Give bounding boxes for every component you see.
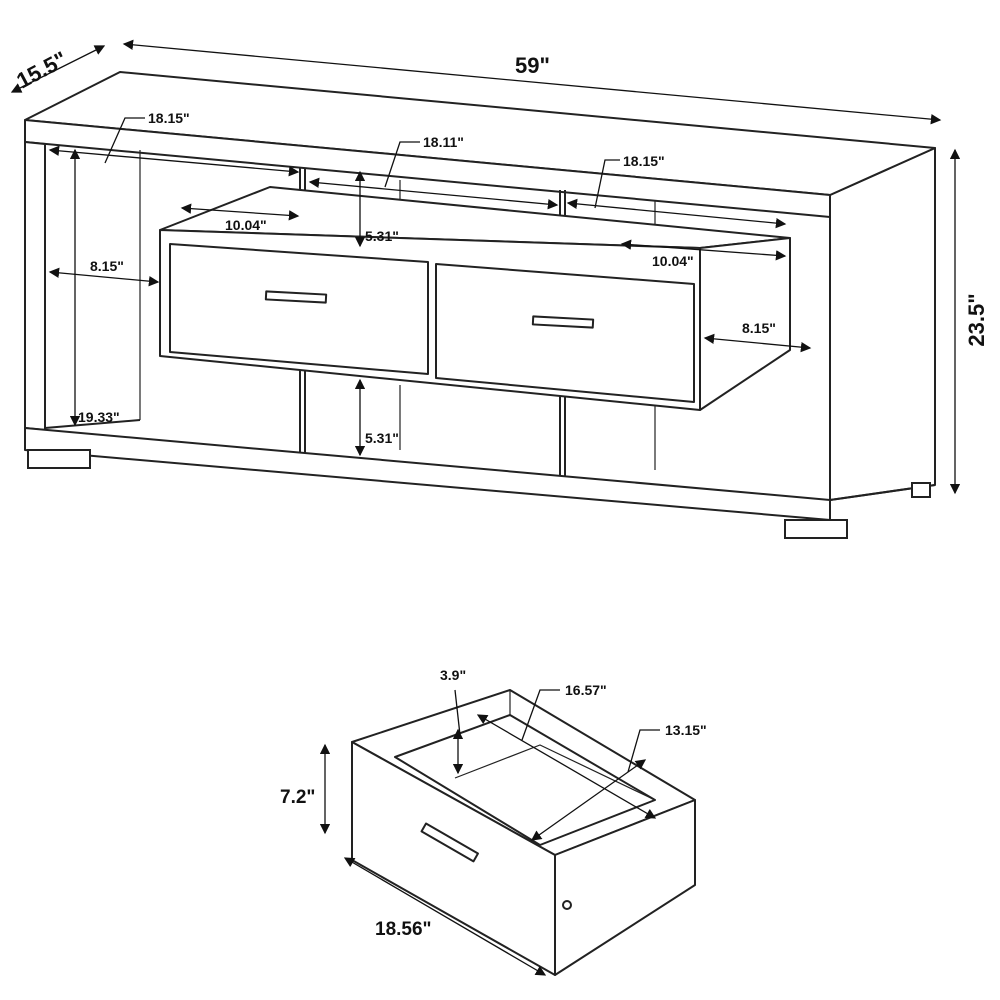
left-depth-label: 8.15" bbox=[90, 258, 124, 274]
base-front bbox=[24, 427, 831, 521]
right-depth-label: 8.15" bbox=[742, 320, 776, 336]
dimension-lines bbox=[10, 39, 961, 495]
overall-width-label: 59" bbox=[515, 53, 550, 78]
right-small-shelf-label: 10.04" bbox=[652, 253, 694, 269]
overall-depth-label: 15.5" bbox=[12, 46, 71, 93]
center-shelf-width-label: 18.11" bbox=[423, 134, 464, 150]
center-lower-height-label: 5.31" bbox=[365, 430, 399, 446]
drawer-handle bbox=[264, 290, 328, 304]
drawer-inner-width-label: 16.57" bbox=[565, 682, 607, 698]
left-height-label: 19.33" bbox=[78, 409, 120, 425]
left-shelf-width-label: 18.15" bbox=[148, 110, 190, 126]
foot bbox=[784, 519, 848, 539]
overall-height-label: 23.5" bbox=[964, 293, 989, 346]
left-side-panel bbox=[24, 141, 46, 431]
foot bbox=[911, 482, 931, 498]
drawer-front-left bbox=[169, 243, 429, 375]
drawer-side-height-label: 3.9" bbox=[440, 667, 466, 683]
screw-hole bbox=[562, 900, 572, 910]
right-side-panel bbox=[829, 147, 936, 501]
drawer-front-right bbox=[435, 263, 695, 403]
left-small-shelf-label: 10.04" bbox=[225, 217, 267, 233]
foot bbox=[27, 449, 91, 469]
drawer-handle bbox=[531, 315, 595, 329]
drawer-front-width-label: 18.56" bbox=[375, 919, 432, 940]
right-shelf-width-label: 18.15" bbox=[623, 153, 665, 169]
drawer-front-height-label: 7.2" bbox=[280, 787, 315, 808]
center-upper-height-label: 5.31" bbox=[365, 228, 399, 244]
drawer-detail: 3.9" 16.57" 13.15" 7.2" 18.56" bbox=[280, 667, 707, 976]
top-front-edge bbox=[24, 119, 831, 218]
tv-stand bbox=[24, 71, 936, 539]
drawer-inner-depth-label: 13.15" bbox=[665, 722, 707, 738]
